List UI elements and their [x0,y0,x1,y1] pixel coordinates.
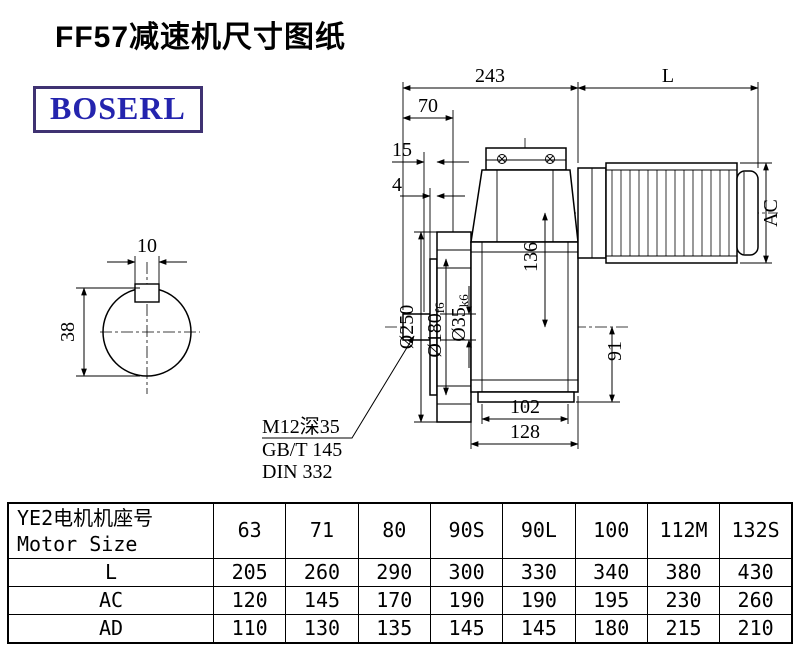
dim-128: 128 [510,421,540,443]
column-header: 132S [719,502,793,559]
table-cell: 210 [719,613,793,643]
dim-15: 15 [392,139,412,161]
dim-keyway-width: 10 [137,235,157,257]
dim-spigot-dia: Ø180f6 [424,302,447,358]
row-label: L [7,557,214,587]
cap-screw-icon [497,154,507,164]
brand-logo-text: BOSERL [50,90,186,126]
table-cell: 230 [646,585,721,615]
note-tap: M12深35 [262,415,340,438]
table-cell: 190 [502,585,576,615]
table-cell: 205 [212,557,287,587]
table-cell: 135 [357,613,431,643]
table-cell: 145 [502,613,576,643]
dim-102: 102 [510,396,540,418]
dim-136: 136 [520,242,542,272]
cap-screw-icon [545,154,555,164]
dim-L: L [662,65,674,87]
table-cell: 180 [574,613,648,643]
dim-91: 91 [604,341,626,361]
table-header-row: YE2电机机座号 Motor Size 63 71 80 90S 90L 100… [7,502,793,559]
column-header: 90L [502,502,576,559]
table-cell: 330 [502,557,576,587]
table-cell: 215 [646,613,721,643]
shaft-end-view: 10 38 [57,235,200,394]
dim-4: 4 [392,174,402,196]
note-gb: GB/T 145 [262,439,342,461]
gear-housing [470,147,579,403]
table-cell: 260 [285,557,359,587]
dimensions: 243 L 70 15 4 Ø250 [392,65,782,449]
table-cell: 190 [429,585,504,615]
fan-cover [736,170,759,256]
table-cell: 380 [646,557,721,587]
table-cell: 300 [429,557,504,587]
page-title: FF57减速机尺寸图纸 [55,21,347,54]
tapped-hole-note: M12深35 GB/T 145 DIN 332 [262,335,415,483]
table-row-L: L 205 260 290 300 330 340 380 430 [7,557,793,587]
column-header: 90S [429,502,504,559]
table-cell: 290 [357,557,431,587]
brand-logo: BOSERL [33,86,203,133]
dim-flange-od: Ø250 [396,305,418,349]
table-cell: 145 [285,585,359,615]
table-cell: 120 [212,585,287,615]
dim-AC: AC [760,199,782,227]
column-header: 71 [285,502,359,559]
row-label: AD [7,613,214,643]
table-row-AC: AC 120 145 170 190 190 195 230 260 [7,585,793,615]
column-header: 100 [574,502,648,559]
column-header: 80 [357,502,431,559]
motor-size-header: YE2电机机座号 Motor Size [7,502,214,559]
motor [577,162,759,264]
column-header: 112M [646,502,721,559]
keyway-slot [134,283,160,303]
motor-fins [611,170,730,256]
dim-shaft-dia: Ø35k6 [448,294,471,342]
table-cell: 110 [212,613,287,643]
table-cell: 170 [357,585,431,615]
table-cell: 145 [429,613,504,643]
motor-size-header-en: Motor Size [17,531,138,556]
note-din: DIN 332 [262,461,333,483]
table-row-AD: AD 110 130 135 145 145 180 215 210 [7,613,793,643]
table-cell: 130 [285,613,359,643]
dim-70: 70 [418,95,438,117]
column-header: 63 [212,502,287,559]
dimension-drawing: 10 38 [57,65,782,483]
table-cell: 340 [574,557,648,587]
row-label: AC [7,585,214,615]
table-cell: 430 [719,557,793,587]
dim-shaft-end-dia: 38 [57,322,79,342]
motor-size-header-cn: YE2电机机座号 [17,505,154,530]
motor-size-table: YE2电机机座号 Motor Size 63 71 80 90S 90L 100… [7,502,793,644]
dim-243: 243 [475,65,505,87]
drawing-area: 10 38 [33,21,782,483]
table-cell: 195 [574,585,648,615]
table-cell: 260 [719,585,793,615]
